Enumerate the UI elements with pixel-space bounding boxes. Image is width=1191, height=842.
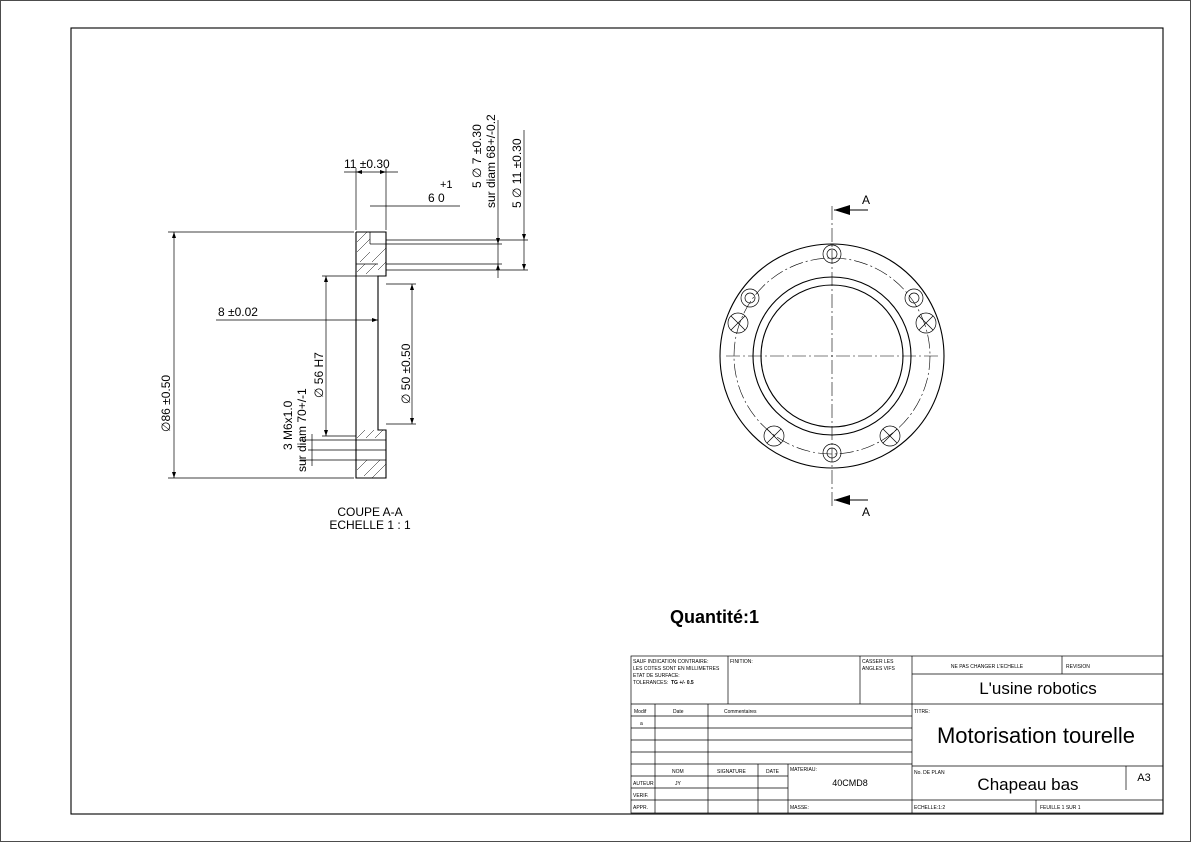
front-view bbox=[719, 205, 945, 506]
dim-50: ∅ 50 ±0.50 bbox=[399, 343, 413, 404]
section-outline bbox=[355, 231, 387, 479]
author-value: JY bbox=[675, 781, 682, 787]
counterbored-holes bbox=[740, 244, 924, 463]
material-value: 40CMD8 bbox=[832, 778, 868, 788]
rev-header-comments: Commentaires bbox=[724, 709, 757, 715]
rev-header-modif: Modif bbox=[634, 709, 647, 715]
dim-86: ∅86 ±0.50 bbox=[159, 375, 173, 432]
section-mark-top: A bbox=[862, 193, 870, 207]
sig-header-signature: SIGNATURE bbox=[717, 769, 746, 775]
dim-holes-7: 5 ∅ 7 ±0.30 bbox=[470, 124, 484, 188]
note-line-4: TOLERANCES: bbox=[633, 680, 668, 686]
note-line-3: ETAT DE SURFACE: bbox=[633, 673, 680, 679]
outer-circle bbox=[719, 243, 945, 469]
quantity-label: Quantité:1 bbox=[670, 607, 759, 627]
drawing-title: Motorisation tourelle bbox=[937, 723, 1135, 748]
no-scale-note: NE PAS CHANGER L'ECHELLE bbox=[951, 664, 1024, 670]
dim-56: ∅ 56 H7 bbox=[312, 352, 326, 398]
break-edges-1: CASSER LES bbox=[862, 659, 894, 665]
mass-label: MASSE: bbox=[790, 805, 809, 811]
section-view: 11 ±0.30 +1 6 0 5 ∅ 7 ±0.30 sur diam 68+… bbox=[159, 114, 528, 479]
threaded-holes bbox=[727, 312, 937, 447]
note-line-1: SAUF INDICATION CONTRAIRE: bbox=[633, 659, 708, 665]
dim-11: 11 ±0.30 bbox=[344, 157, 390, 171]
dim-holes-7-on: sur diam 68+/-0.2 bbox=[484, 114, 498, 208]
scale-label: ECHELLE:1:2 bbox=[914, 805, 945, 811]
rev-header-date: Date bbox=[673, 709, 684, 715]
section-caption-scale: ECHELLE 1 : 1 bbox=[329, 518, 411, 532]
section-caption-title: COUPE A-A bbox=[337, 505, 402, 519]
break-edges-2: ANGLES VIFS bbox=[862, 666, 895, 672]
dim-thread-on: sur diam 70+/-1 bbox=[295, 388, 309, 472]
material-label: MATERIAU: bbox=[790, 767, 817, 773]
author-label: AUTEUR bbox=[633, 781, 654, 787]
title-label: TITRE: bbox=[914, 709, 930, 715]
sheet-format: A3 bbox=[1137, 772, 1150, 784]
dim-8: 8 ±0.02 bbox=[218, 305, 258, 319]
rev-first-index: a bbox=[640, 721, 643, 727]
revision-label: REVISION bbox=[1066, 664, 1090, 670]
title-block bbox=[630, 655, 1164, 814]
sig-header-name: NOM bbox=[672, 769, 684, 775]
dim-holes-11: 5 ∅ 11 ±0.30 bbox=[510, 138, 524, 208]
approv-label: APPR. bbox=[633, 805, 648, 811]
sheet-number: FEUILLE 1 SUR 1 bbox=[1040, 805, 1081, 811]
plan-name: Chapeau bas bbox=[977, 775, 1078, 794]
company-name: L'usine robotics bbox=[979, 679, 1097, 698]
section-mark-bottom: A bbox=[862, 505, 870, 519]
plan-label: No. DE PLAN bbox=[914, 770, 945, 776]
sig-header-date: DATE bbox=[766, 769, 780, 775]
finish-label: FINITION: bbox=[730, 659, 753, 665]
sheet-frame bbox=[70, 27, 1164, 815]
verif-label: VERIF. bbox=[633, 793, 649, 799]
dim-6-upper: +1 bbox=[440, 179, 453, 191]
note-line-2: LES COTES SONT EN MILLIMETRES bbox=[633, 666, 720, 672]
section-hatching bbox=[356, 231, 387, 479]
dim-6: 6 0 bbox=[428, 191, 445, 205]
dim-thread: 3 M6x1.0 bbox=[281, 400, 295, 450]
general-tolerance: TG +/- 0.5 bbox=[671, 680, 694, 686]
